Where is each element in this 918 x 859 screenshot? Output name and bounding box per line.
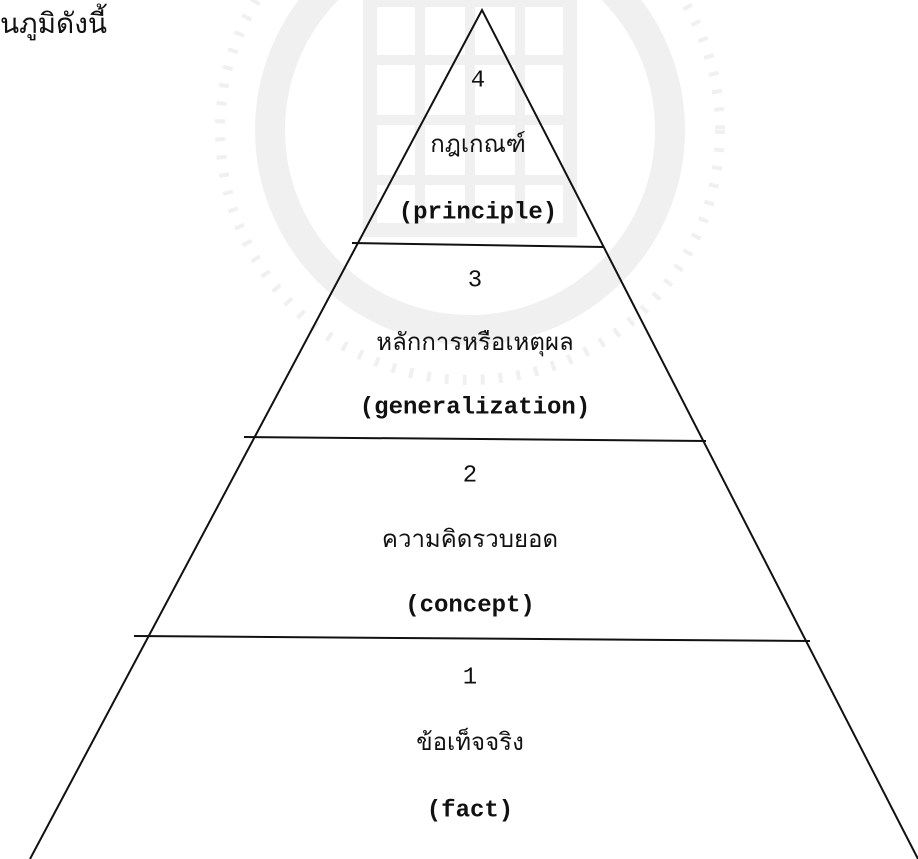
- pyramid-outline: [29, 7, 918, 859]
- divider-level-3-2: [243, 436, 707, 442]
- page-heading: นภูมิดังนี้: [0, 7, 108, 40]
- pyramid-level-1: 1 ข้อเท็จจริง (fact): [416, 664, 524, 824]
- pyramid-level-4: 4 กฎเกณฑ์ (principle): [399, 67, 557, 226]
- level-thai-label: ความคิดรวบยอด: [382, 525, 558, 553]
- level-english-label: (concept): [405, 592, 535, 619]
- level-number: 4: [471, 67, 485, 94]
- university-seal-watermark: [215, 0, 725, 385]
- level-english-label: (generalization): [360, 394, 590, 421]
- level-thai-label: ข้อเท็จจริง: [416, 727, 524, 756]
- level-english-label: (fact): [427, 797, 513, 824]
- divider-level-4-3: [351, 242, 605, 248]
- level-number: 3: [468, 267, 482, 294]
- level-english-label: (principle): [399, 199, 557, 226]
- level-thai-label: หลักการหรือเหตุผล: [376, 328, 573, 357]
- level-number: 1: [463, 664, 477, 691]
- level-thai-label: กฎเกณฑ์: [430, 130, 526, 158]
- level-number: 2: [463, 462, 477, 489]
- divider-level-2-1: [133, 635, 811, 642]
- pyramid-level-3: 3 หลักการหรือเหตุผล (generalization): [360, 267, 590, 421]
- pyramid-level-2: 2 ความคิดรวบยอด (concept): [382, 462, 558, 619]
